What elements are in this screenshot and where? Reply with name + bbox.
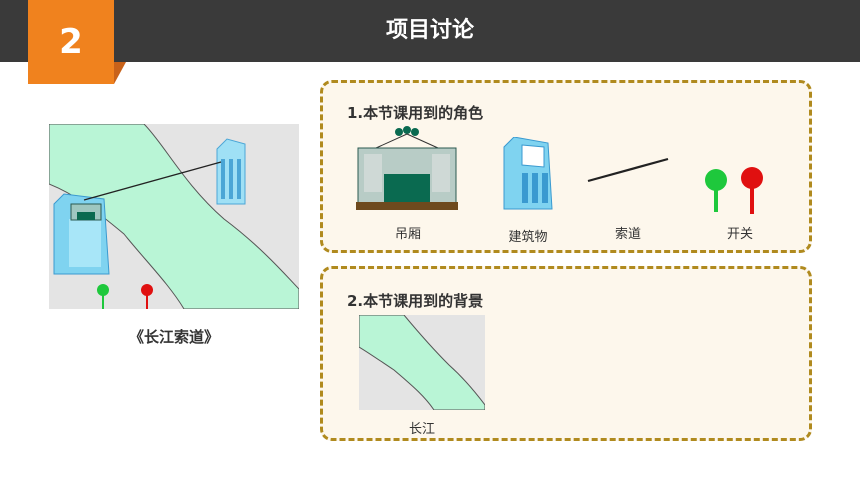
- roles-heading: 1.本节课用到的角色: [347, 104, 484, 122]
- scene-preview: [49, 124, 299, 309]
- backgrounds-heading: 2.本节课用到的背景: [347, 292, 484, 310]
- scene-red-switch-icon: [141, 284, 153, 309]
- badge-fold: [114, 62, 126, 84]
- role-label-switch: 开关: [726, 227, 753, 242]
- role-label-building: 建筑物: [508, 230, 548, 245]
- building-right-icon: [216, 138, 246, 205]
- section-badge: [28, 0, 114, 84]
- scene-caption: 《长江索道》: [128, 328, 219, 346]
- switch-icon[interactable]: [702, 166, 768, 216]
- cable-line: [83, 161, 222, 201]
- section-number: 2: [59, 22, 83, 62]
- page-title: 项目讨论: [385, 18, 474, 43]
- background-label-river: 长江: [408, 422, 435, 437]
- river-background-icon[interactable]: [359, 315, 485, 410]
- cable-car-icon[interactable]: [356, 126, 458, 212]
- header-bar: [0, 0, 860, 62]
- scene-cable-car-icon: [70, 203, 102, 221]
- cable-icon[interactable]: [586, 155, 670, 185]
- building-icon[interactable]: [500, 137, 556, 211]
- scene-green-switch-icon: [97, 284, 109, 309]
- role-label-cable: 索道: [614, 227, 641, 242]
- role-label-cable-car: 吊厢: [394, 227, 421, 242]
